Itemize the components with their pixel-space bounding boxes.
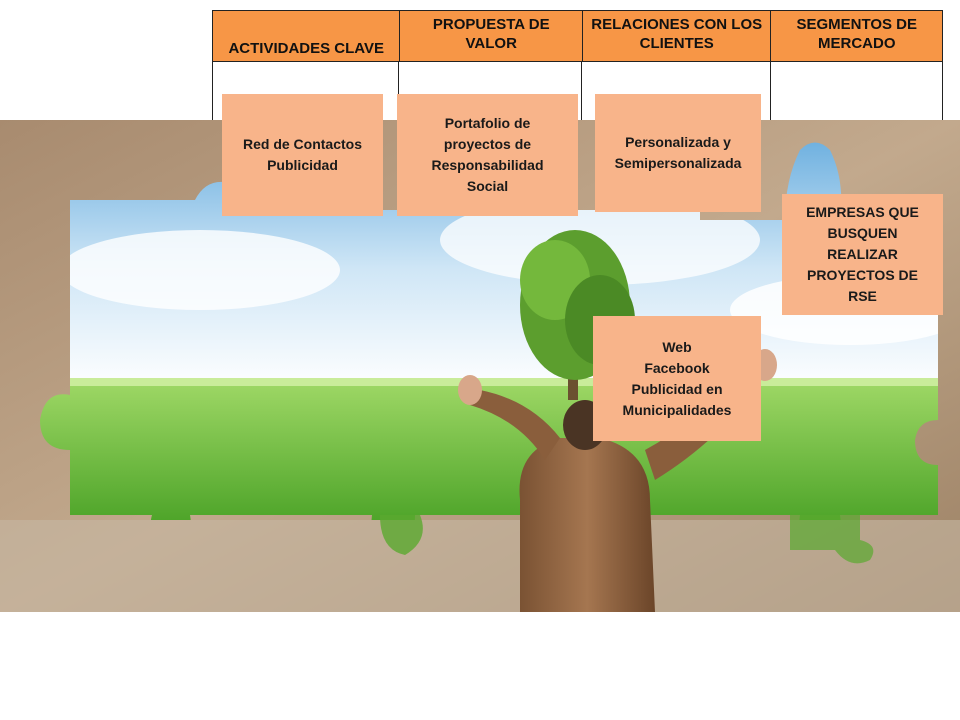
relaciones-clientes-box: Personalizada y Semipersonalizada (595, 94, 761, 212)
header-propuesta-de-valor: PROPUESTA DE VALOR (399, 11, 582, 61)
header-actividades-clave: ACTIVIDADES CLAVE (228, 40, 385, 57)
canales-text: Web Facebook Publicidad en Municipalidad… (622, 338, 732, 418)
segmentos-mercado-text: EMPRESAS QUE BUSQUEN REALIZAR PROYECTOS … (806, 204, 919, 304)
table-column-line (942, 62, 943, 120)
table-column-line (581, 62, 582, 120)
relaciones-clientes-text: Personalizada y Semipersonalizada (614, 134, 742, 171)
segmentos-mercado-box: EMPRESAS QUE BUSQUEN REALIZAR PROYECTOS … (782, 194, 943, 315)
propuesta-valor-text: Portafolio de proyectos de Responsabilid… (431, 115, 544, 194)
table-column-line (212, 62, 213, 120)
actividades-clave-text: Red de Contactos Publicidad (242, 136, 362, 173)
canvas-header-row: ACTIVIDADES CLAVE PROPUESTA DE VALOR REL… (212, 10, 943, 62)
header-relaciones-clientes: RELACIONES CON LOS CLIENTES (581, 11, 770, 61)
propuesta-valor-box: Portafolio de proyectos de Responsabilid… (397, 94, 578, 216)
table-column-line (398, 62, 399, 120)
table-column-line (770, 62, 771, 120)
header-segmentos-mercado: SEGMENTOS DE MERCADO (770, 11, 942, 61)
canales-box: Web Facebook Publicidad en Municipalidad… (593, 316, 761, 441)
actividades-clave-box: Red de Contactos Publicidad (222, 94, 383, 216)
puzzle-landscape-image (0, 120, 960, 612)
